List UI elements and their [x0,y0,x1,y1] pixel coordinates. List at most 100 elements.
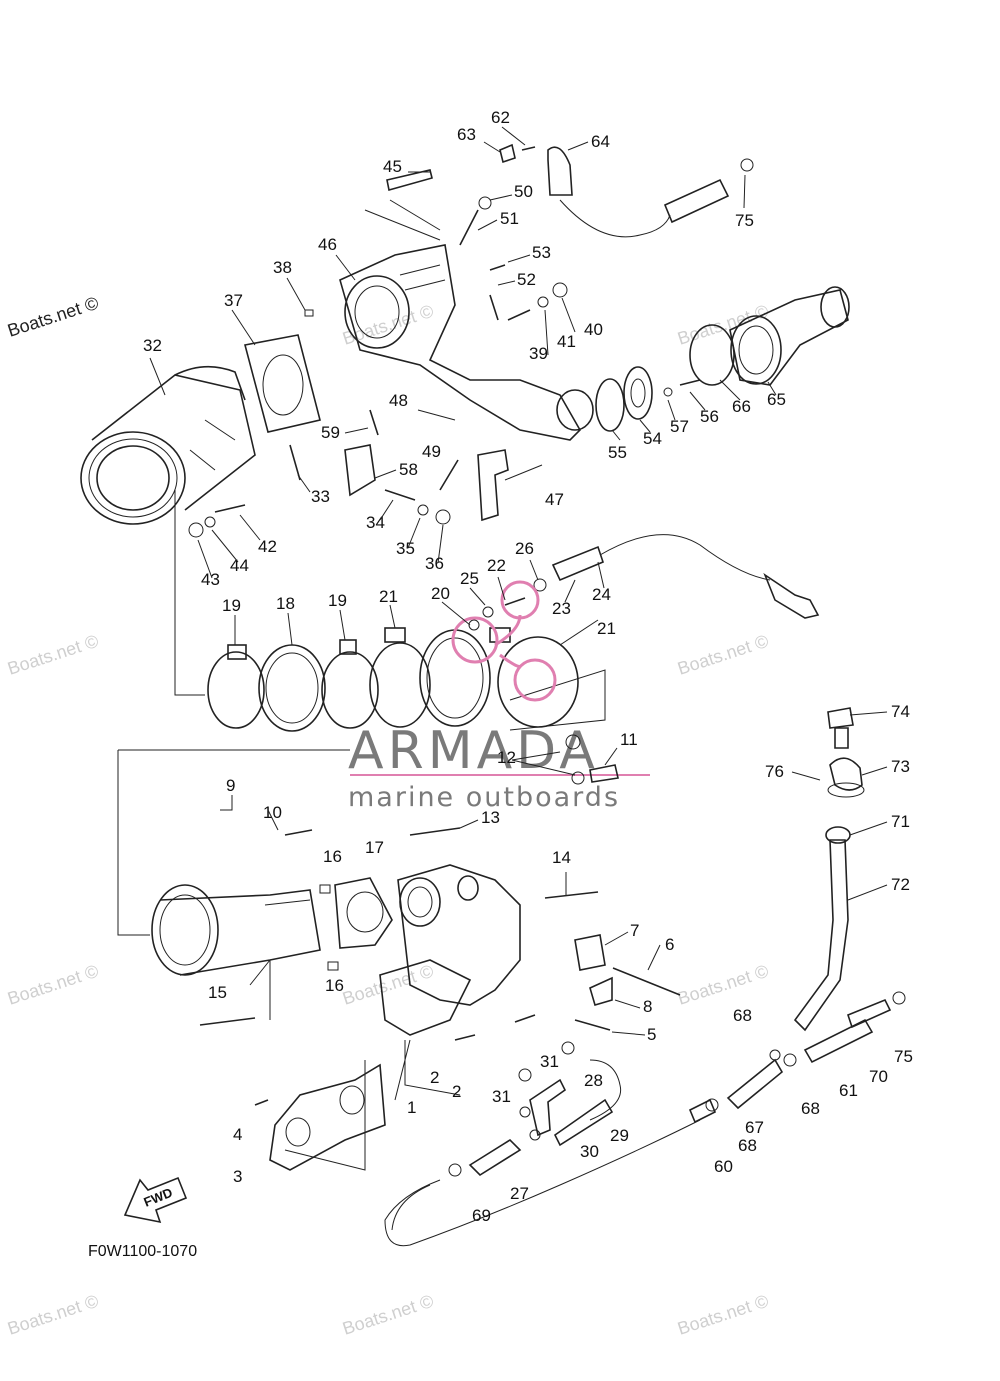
callout-label: 20 [431,584,450,603]
callout-label: 44 [230,556,249,575]
callout-label: 36 [425,554,444,573]
callout-label: 62 [491,108,510,127]
watermark: Boats.net © [5,631,101,679]
callout-label: 8 [643,997,652,1016]
callout-label: 48 [389,391,408,410]
callout-label: 18 [276,594,295,613]
callout-label: 1 [407,1098,416,1117]
callout-label: 68 [801,1099,820,1118]
right-assembly [384,707,906,1247]
callout-label: 30 [580,1142,599,1161]
callout-label: 47 [545,490,564,509]
callout-label: 31 [492,1087,511,1106]
callout-label: 16 [323,847,342,866]
upper-assembly [80,143,850,696]
copyright-text: Boats.net © [5,293,101,341]
callout-label: 73 [891,757,910,776]
watermark: Boats.net © [675,301,771,349]
callout-label: 12 [497,748,516,767]
callout-label: 14 [552,848,571,867]
diagram-code: F0W1100-1070 [88,1243,197,1260]
callout-label: 3 [233,1167,242,1186]
callout-label: 59 [321,423,340,442]
callout-label: 29 [610,1126,629,1145]
callout-label: 55 [608,443,627,462]
callout-label: 52 [517,270,536,289]
brand-name: ARMADA [348,721,599,781]
forward-arrow-icon [123,1176,188,1224]
watermark-group: Boats.net © Boats.net © Boats.net © Boat… [5,301,771,1339]
callout-label: 39 [529,344,548,363]
callout-label: 9 [226,776,235,795]
watermark: Boats.net © [675,1291,771,1339]
callout-label: 25 [460,569,479,588]
watermark: Boats.net © [675,631,771,679]
callout-label: 35 [396,539,415,558]
callout-label: 7 [630,921,639,940]
callout-label: 5 [647,1025,656,1044]
callout-label: 63 [457,125,476,144]
callout-label: 38 [273,258,292,277]
callout-label: 76 [765,762,784,781]
callout-label: 2 [430,1068,439,1087]
watermark: Boats.net © [5,961,101,1009]
callout-label: 27 [510,1184,529,1203]
callout-label: 28 [584,1071,603,1090]
callout-label: 70 [869,1067,888,1086]
fwd-arrow: FWD [123,1176,188,1224]
watermark: Boats.net © [340,961,436,1009]
callout-label: 65 [767,390,786,409]
callout-label: 61 [839,1081,858,1100]
callout-label: 66 [732,397,751,416]
callout-label: 6 [665,935,674,954]
callout-label: 68 [733,1006,752,1025]
callout-label: 42 [258,537,277,556]
callout-label: 19 [328,591,347,610]
callout-label: 15 [208,983,227,1002]
callout-label: 21 [597,619,616,638]
callout-label: 67 [745,1118,764,1137]
callout-label: 58 [399,460,418,479]
callout-label: 21 [379,587,398,606]
callout-label: 50 [514,182,533,201]
callout-label: 74 [891,702,910,721]
callout-labels: 1 2 2 3 4 5 6 7 8 9 10 11 12 13 14 15 16… [143,108,913,1225]
callout-label: 75 [894,1047,913,1066]
callout-label: 53 [532,243,551,262]
callout-label: 2 [452,1082,461,1101]
brand-tagline: marine outboards [348,782,620,813]
callout-label: 69 [472,1206,491,1225]
watermark: Boats.net © [340,1291,436,1339]
callout-label: 75 [735,211,754,230]
callout-label: 32 [143,336,162,355]
callout-label: 72 [891,875,910,894]
lower-assembly [117,734,681,1177]
callout-label: 43 [201,570,220,589]
callout-label: 19 [222,596,241,615]
callout-label: 37 [224,291,243,310]
callout-label: 56 [700,407,719,426]
callout-label: 31 [540,1052,559,1071]
callout-label: 57 [670,417,689,436]
callout-label: 11 [620,730,638,749]
callout-label: 16 [325,976,344,995]
callout-label: 22 [487,556,506,575]
watermark: Boats.net © [5,1291,101,1339]
watermark: Boats.net © [340,301,436,349]
callout-label: 33 [311,487,330,506]
callout-label: 26 [515,539,534,558]
callout-label: 71 [891,812,910,831]
callout-label: 34 [366,513,385,532]
watermark: Boats.net © [675,961,771,1009]
callout-label: 24 [592,585,611,604]
callout-label: 64 [591,132,610,151]
callout-label: 41 [557,332,576,351]
callout-label: 68 [738,1136,757,1155]
leader-lines [149,126,888,1036]
callout-label: 51 [500,209,519,228]
callout-label: 4 [233,1125,242,1144]
callout-label: 10 [263,803,282,822]
callout-label: 13 [481,808,500,827]
callout-label: 23 [552,599,571,618]
